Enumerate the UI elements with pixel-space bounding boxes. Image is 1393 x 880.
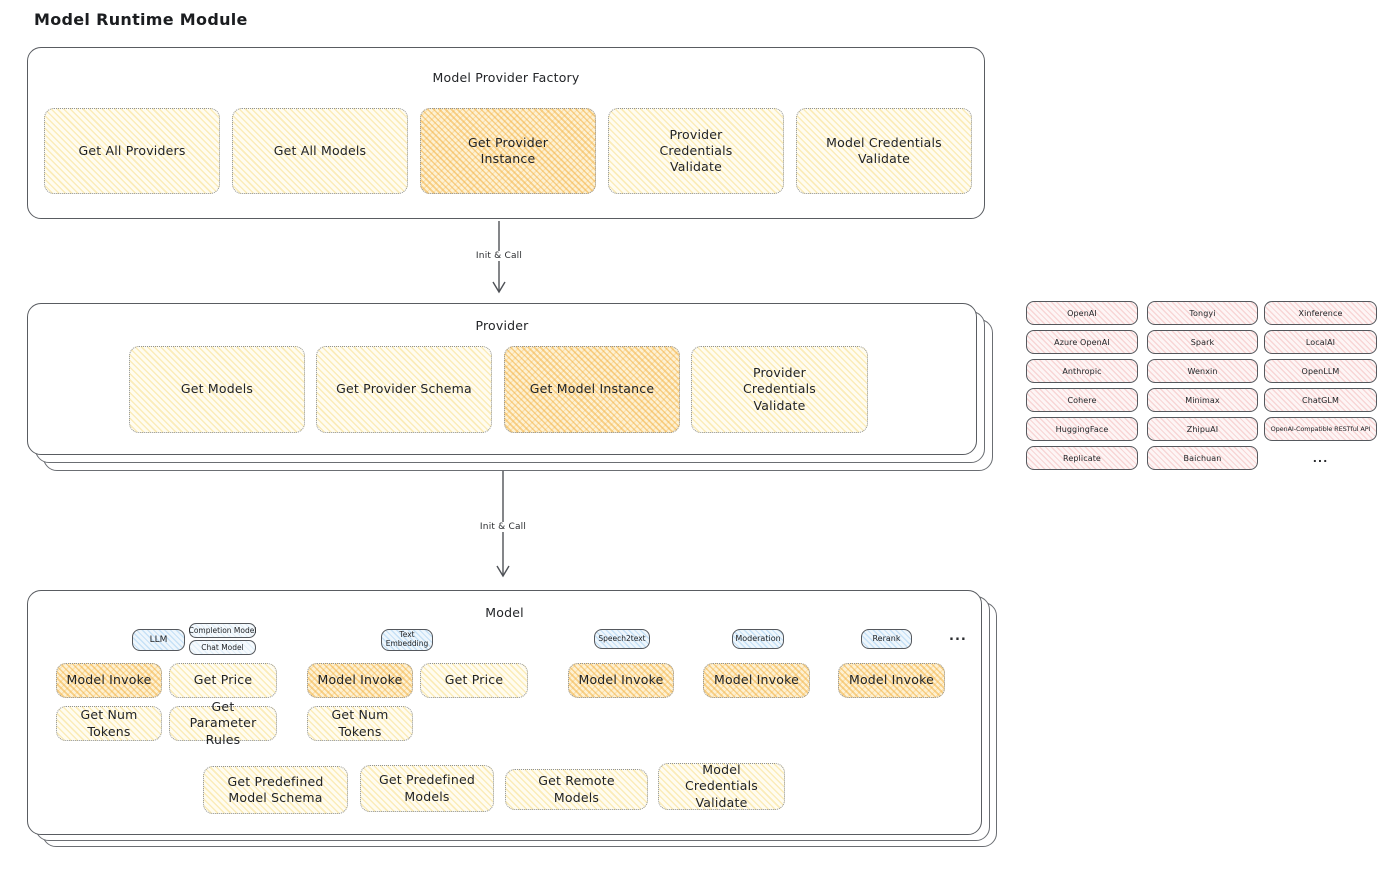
provider-pill-baichuan[interactable]: Baichuan: [1147, 446, 1258, 470]
provider-pill-openllm[interactable]: OpenLLM: [1264, 359, 1377, 383]
provider-box: Provider Get Models Get Provider Schema …: [27, 303, 977, 455]
tab-text-embedding[interactable]: Text Embedding: [381, 629, 433, 651]
provider-pill-localai[interactable]: LocalAI: [1264, 330, 1377, 354]
provider-title: Provider: [475, 318, 529, 333]
provider-pill-zhipuai[interactable]: ZhipuAI: [1147, 417, 1258, 441]
factory-button-provider-credentials-validate[interactable]: Provider Credentials Validate: [608, 108, 784, 194]
llm-button-get-price[interactable]: Get Price: [169, 663, 277, 698]
text-embedding-button-get-price[interactable]: Get Price: [420, 663, 528, 698]
provider-pill-azure-openai[interactable]: Azure OpenAI: [1026, 330, 1138, 354]
tab-moderation[interactable]: Moderation: [732, 629, 784, 649]
moderation-button-model-invoke[interactable]: Model Invoke: [703, 663, 810, 698]
model-title: Model: [485, 605, 524, 620]
provider-pill-xinference[interactable]: Xinference: [1264, 301, 1377, 325]
provider-button-get-provider-schema[interactable]: Get Provider Schema: [316, 346, 492, 433]
llm-button-model-invoke[interactable]: Model Invoke: [56, 663, 162, 698]
model-button-get-predefined-model-schema[interactable]: Get Predefined Model Schema: [203, 766, 348, 814]
model-button-get-predefined-models[interactable]: Get Predefined Models: [360, 765, 494, 812]
subtab-chat-model[interactable]: Chat Model: [189, 640, 256, 655]
tab-rerank[interactable]: Rerank: [861, 629, 912, 649]
provider-pill-tongyi[interactable]: Tongyi: [1147, 301, 1258, 325]
provider-pill-openai-compatible-restful-api[interactable]: OpenAI-Compatible RESTful API: [1264, 417, 1377, 441]
provider-pill-wenxin[interactable]: Wenxin: [1147, 359, 1258, 383]
tab-speech2text[interactable]: Speech2text: [594, 629, 650, 649]
factory-title: Model Provider Factory: [432, 70, 580, 85]
tab-llm[interactable]: LLM: [132, 629, 185, 651]
provider-pill-spark[interactable]: Spark: [1147, 330, 1258, 354]
model-button-model-credentials-validate[interactable]: Model Credentials Validate: [658, 762, 785, 810]
provider-button-get-model-instance[interactable]: Get Model Instance: [504, 346, 680, 433]
arrow-label-init-call-2: Init & Call: [475, 522, 531, 532]
page-title: Model Runtime Module: [34, 10, 248, 29]
provider-pill-replicate[interactable]: Replicate: [1026, 446, 1138, 470]
llm-button-get-num-tokens[interactable]: Get Num Tokens: [56, 706, 162, 741]
model-box: Model LLM Completion Model Chat Model Mo…: [27, 590, 982, 835]
arrow-label-init-call-1: Init & Call: [471, 251, 527, 261]
provider-pill-huggingface[interactable]: HuggingFace: [1026, 417, 1138, 441]
speech2text-button-model-invoke[interactable]: Model Invoke: [568, 663, 674, 698]
model-groups-more: ...: [949, 629, 967, 644]
provider-button-get-models[interactable]: Get Models: [129, 346, 305, 433]
provider-button-provider-credentials-validate[interactable]: Provider Credentials Validate: [691, 346, 868, 433]
factory-button-get-all-models[interactable]: Get All Models: [232, 108, 408, 194]
provider-list-more: ...: [1312, 451, 1329, 465]
factory-box: Model Provider Factory Get All Providers…: [27, 47, 985, 219]
factory-button-get-provider-instance[interactable]: Get Provider Instance: [420, 108, 596, 194]
provider-pill-openai[interactable]: OpenAI: [1026, 301, 1138, 325]
model-button-get-remote-models[interactable]: Get Remote Models: [505, 769, 648, 810]
rerank-button-model-invoke[interactable]: Model Invoke: [838, 663, 945, 698]
subtab-completion-model[interactable]: Completion Model: [189, 623, 256, 638]
llm-button-get-parameter-rules[interactable]: Get Parameter Rules: [169, 699, 277, 747]
provider-pill-anthropic[interactable]: Anthropic: [1026, 359, 1138, 383]
provider-pill-cohere[interactable]: Cohere: [1026, 388, 1138, 412]
provider-pill-chatglm[interactable]: ChatGLM: [1264, 388, 1377, 412]
text-embedding-button-get-num-tokens[interactable]: Get Num Tokens: [307, 706, 413, 741]
text-embedding-button-model-invoke[interactable]: Model Invoke: [307, 663, 413, 698]
factory-button-model-credentials-validate[interactable]: Model Credentials Validate: [796, 108, 972, 194]
provider-pill-minimax[interactable]: Minimax: [1147, 388, 1258, 412]
factory-button-get-all-providers[interactable]: Get All Providers: [44, 108, 220, 194]
